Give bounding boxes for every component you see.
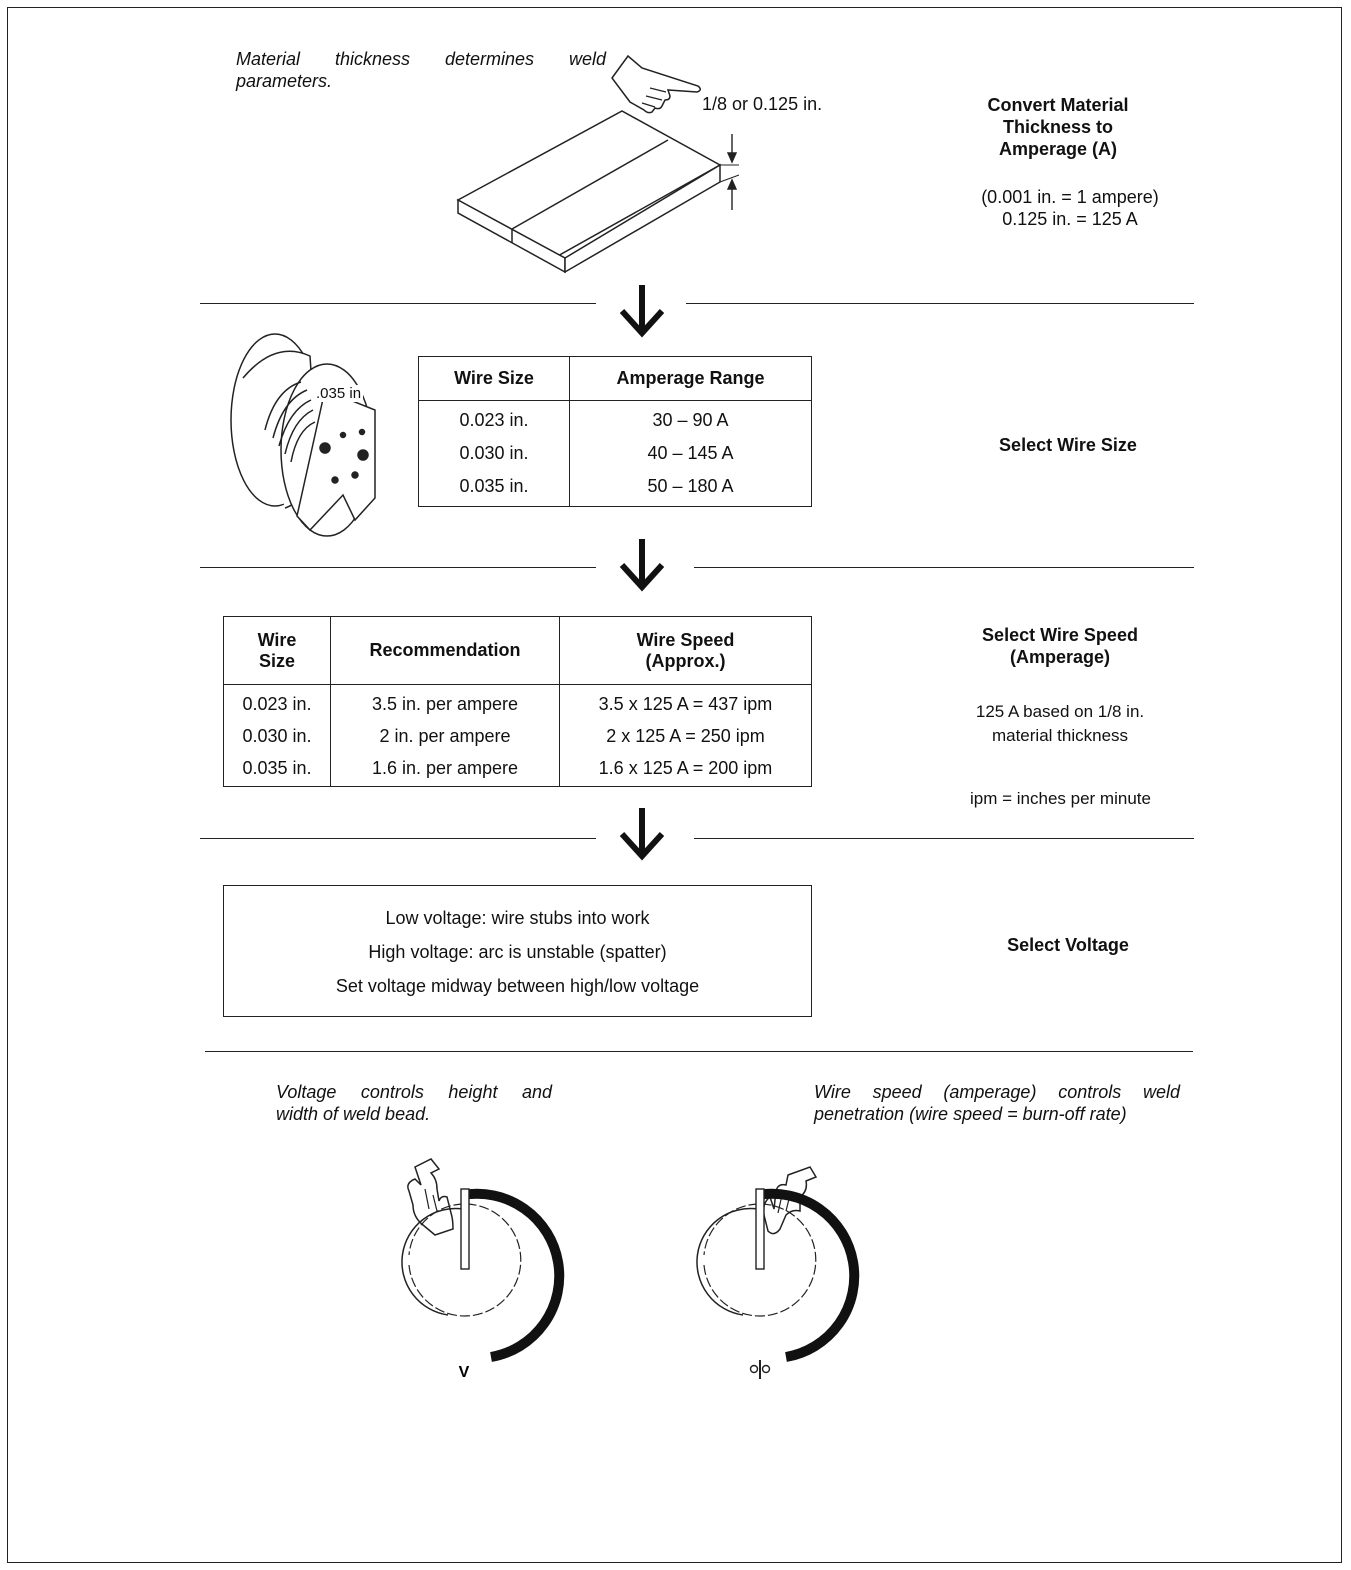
- divider-line: [694, 567, 1194, 568]
- divider-line: [205, 1051, 1193, 1052]
- speed-note: Wire speed (amperage) controls weld pene…: [814, 1082, 1180, 1124]
- knob-outline: [401, 1207, 464, 1316]
- table-cell: 50 – 180 A: [569, 470, 812, 507]
- table-cell: 0.030 in.: [418, 436, 570, 471]
- spool-size-label: .035 in: [314, 385, 364, 402]
- voltage-knob[interactable]: V: [395, 1155, 565, 1395]
- wire-speed-knob[interactable]: [690, 1155, 860, 1395]
- wire-spool-icon: [230, 333, 376, 537]
- page-border: [7, 7, 1342, 1563]
- table-cell: 0.035 in.: [418, 470, 570, 507]
- step1-conversion: (0.001 in. = 1 ampere) 0.125 in. = 125 A: [981, 187, 1159, 229]
- knob-pointer: [755, 1188, 765, 1270]
- thickness-label: 1/8 or 0.125 in.: [702, 94, 823, 114]
- step3-note: 125 A based on 1/8 in. material thicknes…: [975, 702, 1145, 745]
- knob-scale-arc: [462, 1188, 565, 1362]
- wire-feed-speed-icon: [749, 1360, 771, 1379]
- voltage-note: Voltage controls height and width of wel…: [276, 1082, 552, 1124]
- voltage-symbol: V: [459, 1364, 470, 1381]
- table-cell: 0.023 in.: [223, 684, 331, 721]
- knob-serrated-edge: [703, 1203, 817, 1317]
- pointing-hand-icon: [424, 1188, 438, 1212]
- thickness-note-line2: parameters.: [236, 71, 333, 91]
- wire-size-table: Wire Size Amperage Range 0.023 in. 30 – …: [418, 356, 812, 507]
- metal-plate-icon: [456, 110, 740, 274]
- table-cell: 2 x 125 A = 250 ipm: [559, 720, 812, 753]
- divider-line: [200, 303, 596, 304]
- knob-serrated-edge: [408, 1203, 522, 1317]
- knob-scale-arc: [757, 1188, 860, 1362]
- thickness-note-line1: Material thickness determines weld: [236, 49, 606, 69]
- voltage-guidance-line: High voltage: arc is unstable (spatter): [368, 942, 667, 962]
- down-arrow-icon: [619, 539, 665, 592]
- voltage-guidance-box: Low voltage: wire stubs into work High v…: [223, 885, 812, 1017]
- column-header: Recommendation: [330, 616, 560, 685]
- knob-pointer: [460, 1188, 470, 1270]
- divider-line: [686, 303, 1194, 304]
- step4-heading: Select Voltage: [1007, 935, 1129, 955]
- pointing-hand-icon: [407, 1158, 454, 1236]
- table-cell: 0.030 in.: [223, 720, 331, 753]
- table-cell: 0.035 in.: [223, 752, 331, 787]
- table-cell: 2 in. per ampere: [330, 720, 560, 753]
- divider-line: [200, 567, 596, 568]
- table-cell: 3.5 x 125 A = 437 ipm: [559, 684, 812, 721]
- column-header: Wire Size: [418, 356, 570, 401]
- table-cell: 1.6 in. per ampere: [330, 752, 560, 787]
- table-cell: 0.023 in.: [418, 400, 570, 437]
- knob-outline: [696, 1207, 759, 1316]
- column-header: Wire Speed(Approx.): [559, 616, 812, 685]
- down-arrow-icon: [619, 808, 665, 861]
- voltage-guidance-line: Set voltage midway between high/low volt…: [335, 976, 700, 996]
- divider-line: [200, 838, 596, 839]
- table-cell: 40 – 145 A: [569, 436, 812, 471]
- voltage-guidance-line: Low voltage: wire stubs into work: [385, 908, 650, 928]
- step2-heading: Select Wire Size: [999, 435, 1137, 455]
- ipm-note: ipm = inches per minute: [970, 789, 1151, 808]
- table-cell: 30 – 90 A: [569, 400, 812, 437]
- pointing-hand-icon: [611, 54, 701, 114]
- step3-heading: Select Wire Speed (Amperage): [982, 625, 1138, 667]
- table-cell: 1.6 x 125 A = 200 ipm: [559, 752, 812, 787]
- down-arrow-icon: [619, 285, 665, 338]
- column-header: Amperage Range: [569, 356, 812, 401]
- step1-heading: Convert Material Thickness to Amperage (…: [987, 95, 1129, 159]
- divider-line: [694, 838, 1194, 839]
- table-cell: 3.5 in. per ampere: [330, 684, 560, 721]
